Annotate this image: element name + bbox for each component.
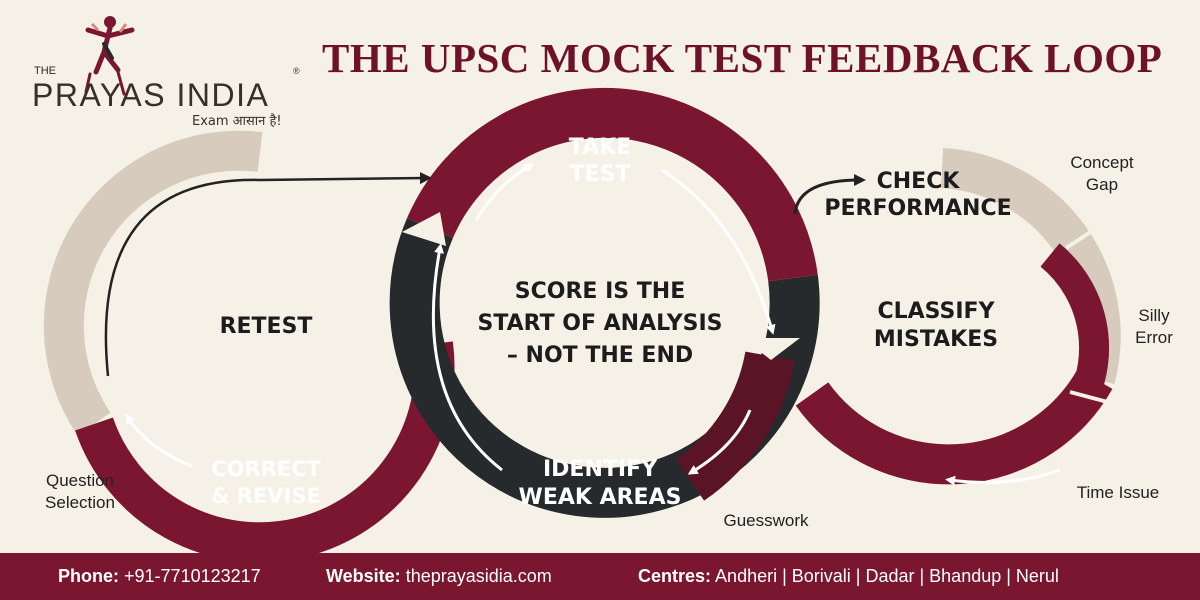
logo-registered: ®: [293, 66, 300, 76]
arrow-weak-areas: [687, 409, 752, 475]
center-ring-notch: [742, 338, 800, 360]
right-ring-divider-2: [1069, 390, 1116, 406]
footer-centres: Centres: Andheri | Borivali | Dadar | Bh…: [638, 565, 1059, 587]
check-performance-label-2: PERFORMANCE: [824, 196, 1011, 221]
question-selection-label-2: Selection: [45, 493, 115, 512]
footer-centres-label: Centres:: [638, 566, 712, 586]
guesswork-label: Guesswork: [723, 511, 809, 530]
center-text-line-1: SCORE IS THE: [515, 279, 685, 304]
take-test-label-2: TEST: [570, 162, 631, 187]
arrow-time-issue: [945, 468, 1061, 486]
identify-weak-areas-label-1: IDENTIFY: [543, 457, 658, 482]
footer-website-label: Website:: [326, 566, 401, 586]
check-performance-label-1: CHECK: [877, 169, 961, 194]
retest-label: RETEST: [220, 314, 313, 339]
logo: THE PRAYAS INDIA ® Exam आसान है!: [32, 16, 300, 129]
logo-figure-icon: [84, 16, 135, 96]
right-ring-maroon-inner-arc: [1040, 243, 1110, 430]
concept-gap-label-1: Concept: [1070, 153, 1134, 172]
center-text-line-3: – NOT THE END: [507, 343, 693, 368]
footer-website: Website: theprayasidia.com: [326, 565, 552, 587]
center-ring-maroon-arc: [407, 87, 818, 282]
classify-mistakes-label-1: CLASSIFY: [877, 299, 995, 324]
right-ring-divider-1: [1064, 220, 1108, 250]
footer-bar: Phone: +91-7710123217 Website: theprayas…: [0, 553, 1200, 600]
arrow-retest-to-take-test: [104, 172, 432, 377]
page-title: THE UPSC MOCK TEST FEEDBACK LOOP: [322, 35, 1163, 81]
footer-centres-list: Andheri | Borivali | Dadar | Bhandup | N…: [715, 566, 1059, 586]
correct-revise-label-1: CORRECT: [211, 457, 321, 481]
logo-tagline: Exam आसान है!: [192, 113, 282, 129]
arrow-take-test-left: [474, 163, 535, 221]
time-issue-label: Time Issue: [1077, 483, 1160, 502]
center-text-line-2: START OF ANALYSIS: [477, 311, 722, 336]
left-ring-beige-arc: [43, 130, 263, 436]
silly-error-label-2: Error: [1135, 328, 1173, 347]
footer-website-link[interactable]: theprayasidia.com: [405, 566, 552, 586]
footer-phone-label: Phone:: [58, 566, 119, 586]
concept-gap-label-2: Gap: [1086, 175, 1118, 194]
logo-name: PRAYAS INDIA: [32, 77, 269, 113]
center-ring-notch-left: [402, 212, 446, 246]
arrow-to-check-performance: [793, 174, 866, 215]
center-ring-lower-maroon: [675, 351, 795, 501]
silly-error-label-1: Silly: [1138, 306, 1170, 325]
left-ring-maroon-arc: [75, 341, 455, 553]
logo-the: THE: [34, 65, 56, 77]
arrow-take-test-right: [661, 168, 776, 335]
footer-phone: Phone: +91-7710123217: [58, 565, 261, 587]
right-ring-maroon-arc: [795, 368, 1113, 485]
feedback-loop-diagram: THE PRAYAS INDIA ® Exam आसान है! TAKE TE…: [32, 16, 1173, 553]
question-selection-label-1: Question: [46, 471, 114, 490]
arrow-center-left: [431, 243, 503, 472]
correct-revise-label-2: & REVISE: [211, 484, 321, 508]
footer-phone-value[interactable]: +91-7710123217: [124, 566, 261, 586]
identify-weak-areas-label-2: WEAK AREAS: [519, 485, 682, 510]
take-test-label-1: TAKE: [569, 135, 631, 160]
arrow-correct-revise: [125, 413, 193, 468]
classify-mistakes-label-2: MISTAKES: [874, 327, 998, 352]
